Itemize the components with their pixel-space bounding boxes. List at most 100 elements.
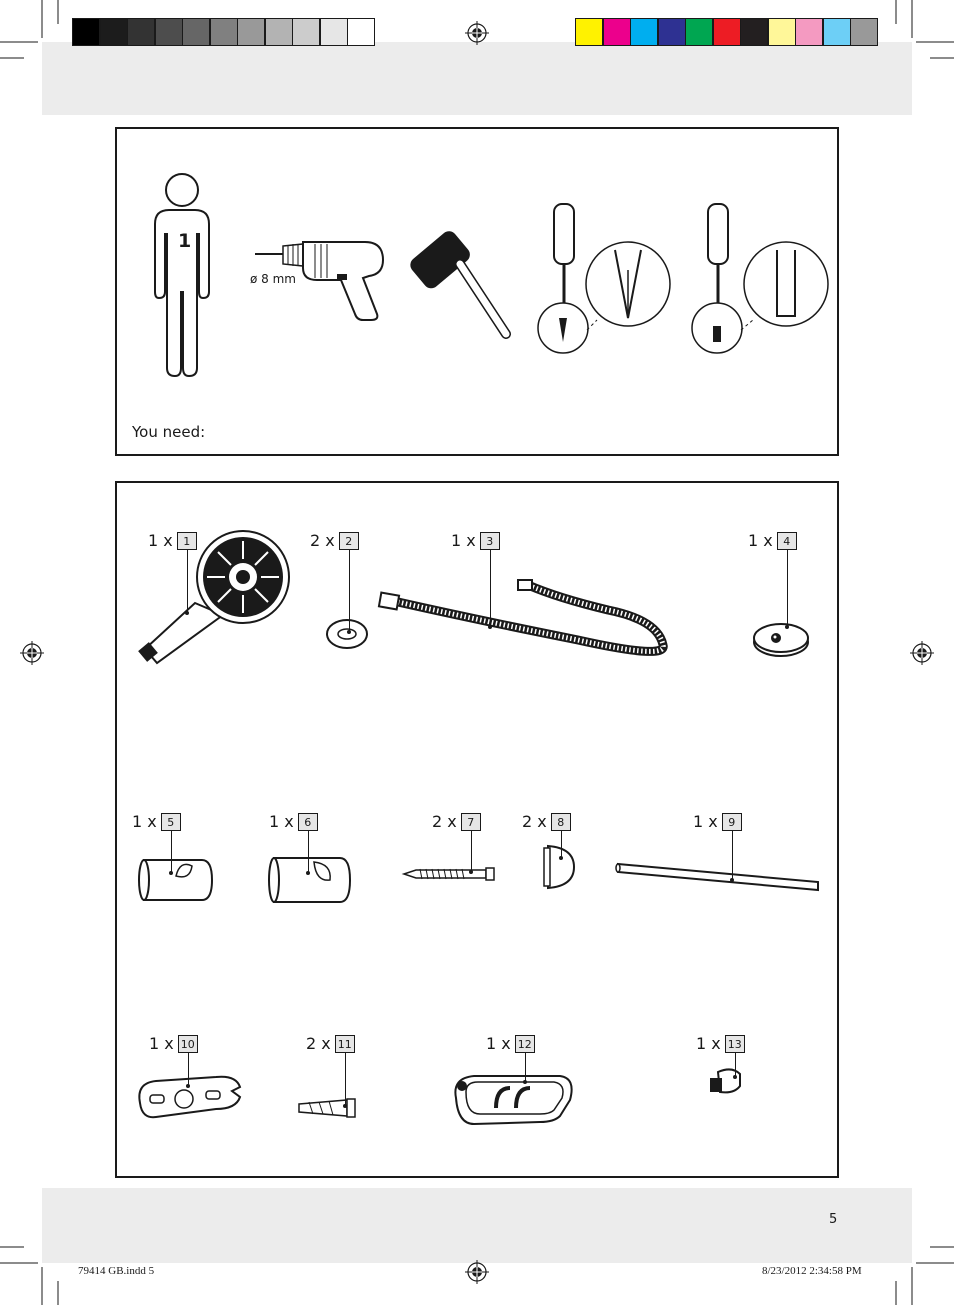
part-quantity-text: 1 x [748, 531, 773, 550]
part-number-box: 6 [297, 812, 318, 831]
drill-icon [255, 241, 385, 321]
part-leader-dot [488, 625, 492, 629]
part-leader-line [490, 550, 491, 627]
part-leader-dot [343, 1104, 347, 1108]
color-swatch [154, 18, 183, 46]
part-number-box: 13 [724, 1034, 745, 1053]
color-swatch [99, 18, 128, 46]
part-number-box: 7 [460, 812, 481, 831]
color-swatch [657, 18, 686, 46]
part-number-box: 1 [176, 531, 197, 550]
part-leader-line [471, 831, 472, 872]
header-band [42, 42, 912, 115]
part-number-box: 9 [721, 812, 742, 831]
part-number-box: 4 [776, 531, 797, 550]
registration-mark-right [910, 641, 934, 665]
registration-mark-bottom [465, 1260, 489, 1284]
part-leader-line [349, 550, 350, 632]
hammer-icon [410, 231, 511, 339]
slide-sleeve-icon [268, 857, 352, 903]
screw-icon [401, 867, 495, 881]
soap-dish-icon [454, 1075, 573, 1126]
part-quantity-text: 1 x [269, 812, 294, 831]
part-quantity-text: 2 x [522, 812, 547, 831]
part-quantity-text: 1 x [693, 812, 718, 831]
color-swatch [795, 18, 823, 46]
part-leader-dot [730, 878, 734, 882]
color-swatch [127, 18, 155, 46]
color-swatch [347, 18, 375, 46]
cover-cap-icon [753, 623, 809, 657]
color-swatch [209, 18, 238, 46]
part-quantity-text: 1 x [148, 531, 173, 550]
washer-icon [326, 619, 368, 649]
color-swatch [822, 18, 851, 46]
color-swatch [575, 18, 603, 46]
color-swatch [850, 18, 878, 46]
part-quantity-text: 2 x [432, 812, 457, 831]
color-swatch [767, 18, 796, 46]
registration-mark-left [20, 641, 44, 665]
you-need-label: You need: [132, 423, 206, 441]
wall-bar-icon [615, 862, 819, 892]
part-leader-dot [186, 1084, 190, 1088]
part-number-box: 3 [479, 531, 500, 550]
part-leader-line [735, 1053, 736, 1077]
phillips-screwdriver-icon [537, 203, 671, 354]
part-leader-line [171, 831, 172, 873]
wall-plug-icon [298, 1098, 356, 1118]
part-quantity-text: 2 x [310, 531, 335, 550]
drill-size-label: ø 8 mm [250, 272, 296, 286]
color-swatch [72, 18, 100, 46]
slug-timestamp: 8/23/2012 2:34:58 PM [762, 1265, 862, 1277]
color-swatch [740, 18, 768, 46]
part-leader-line [345, 1053, 346, 1106]
color-swatch [602, 18, 631, 46]
part-quantity-text: 1 x [696, 1034, 721, 1053]
part-leader-line [561, 831, 562, 858]
holder-bracket-icon [138, 1075, 242, 1119]
part-leader-line [188, 1053, 189, 1086]
sleeve-connector-icon [138, 859, 214, 901]
shower-hose-icon [377, 579, 668, 656]
color-swatch [712, 18, 741, 46]
part-number-box: 12 [514, 1034, 535, 1053]
slug-file: 79414 GB.indd 5 [78, 1265, 155, 1277]
part-number-box: 11 [334, 1034, 355, 1053]
color-swatch [630, 18, 658, 46]
footer-band [42, 1188, 912, 1263]
part-leader-dot [469, 870, 473, 874]
part-leader-dot [169, 871, 173, 875]
part-leader-dot [785, 625, 789, 629]
flat-screwdriver-icon [691, 203, 829, 354]
part-leader-line [187, 550, 188, 613]
hand-shower-icon [138, 530, 290, 665]
person-icon [154, 173, 210, 378]
part-number-box: 10 [177, 1034, 198, 1053]
part-leader-dot [306, 871, 310, 875]
person-number: 1 [178, 230, 192, 252]
page-number: 5 [829, 1212, 838, 1227]
adapter-icon [710, 1068, 741, 1094]
part-leader-line [525, 1053, 526, 1082]
part-number-box: 2 [338, 531, 359, 550]
part-quantity-text: 2 x [306, 1034, 331, 1053]
part-leader-line [732, 831, 733, 880]
part-leader-dot [559, 856, 563, 860]
part-leader-line [787, 550, 788, 627]
color-swatch [182, 18, 210, 46]
